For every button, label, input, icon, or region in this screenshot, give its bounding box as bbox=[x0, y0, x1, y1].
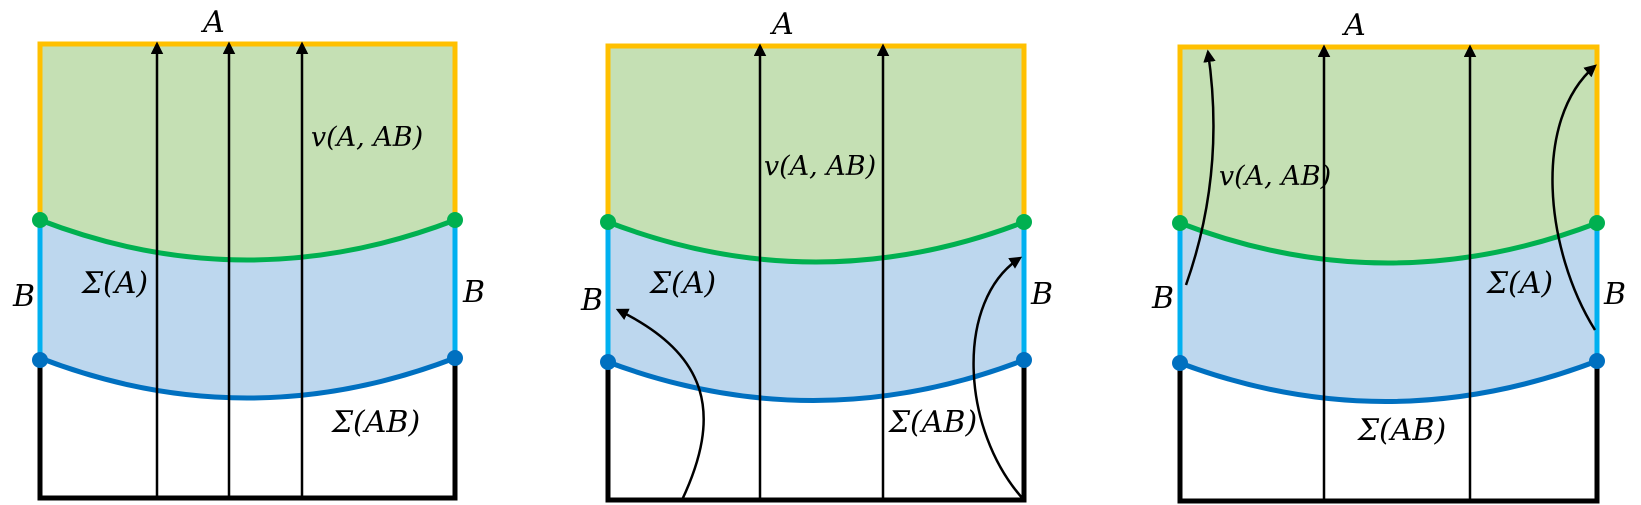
curved-flow-line bbox=[972, 256, 1025, 501]
endpoint-dot bbox=[1172, 215, 1188, 231]
region-a-fill bbox=[1180, 47, 1597, 263]
endpoint-dot bbox=[32, 352, 48, 368]
panel-3: A B B Σ(A) Σ(AB) v(A, AB) bbox=[1151, 8, 1626, 504]
surface-sigma-a bbox=[607, 219, 1025, 265]
bottom-boundary bbox=[37, 358, 458, 501]
label-sigma-ab: Σ(AB) bbox=[331, 405, 420, 440]
endpoint-dot bbox=[1016, 352, 1032, 368]
endpoint-dot bbox=[600, 354, 616, 370]
region-sigma-a-fill bbox=[40, 220, 455, 398]
endpoint-dot bbox=[1589, 353, 1605, 369]
surface-sigma-ab bbox=[607, 357, 1025, 403]
region-sigma-a-fill bbox=[1180, 223, 1597, 402]
label-a: A bbox=[200, 5, 225, 40]
label-sigma-ab: Σ(AB) bbox=[888, 405, 977, 440]
boundary-a bbox=[37, 41, 458, 220]
surface-sigma-ab bbox=[1179, 358, 1598, 404]
label-b-right: B bbox=[1603, 277, 1626, 312]
boundary-a bbox=[1177, 44, 1600, 223]
bottom-boundary bbox=[1177, 361, 1600, 504]
endpoint-dot bbox=[1016, 214, 1032, 230]
endpoint-dot bbox=[1172, 355, 1188, 371]
label-flow: v(A, AB) bbox=[1219, 161, 1331, 192]
label-a: A bbox=[1341, 8, 1366, 43]
curved-flow-line bbox=[1184, 49, 1216, 286]
region-sigma-a-fill bbox=[608, 222, 1024, 401]
region-a-fill bbox=[40, 44, 455, 260]
surface-sigma-a bbox=[39, 217, 456, 263]
curved-flow-line bbox=[1551, 64, 1597, 331]
label-a: A bbox=[769, 7, 794, 42]
curved-flow-line bbox=[615, 308, 705, 501]
label-b-right: B bbox=[1030, 277, 1053, 312]
label-flow: v(A, AB) bbox=[311, 122, 423, 153]
boundary-a bbox=[605, 43, 1027, 222]
label-sigma-a: Σ(A) bbox=[649, 266, 716, 301]
bottom-boundary bbox=[605, 360, 1027, 503]
panel-2: A B B Σ(A) Σ(AB) v(A, AB) bbox=[580, 7, 1053, 503]
panel-1: A B B Σ(A) Σ(AB) v(A, AB) bbox=[12, 5, 485, 501]
region-a-fill bbox=[608, 46, 1024, 262]
endpoint-dot bbox=[600, 214, 616, 230]
endpoint-dot bbox=[1589, 215, 1605, 231]
label-b-left: B bbox=[1151, 281, 1174, 316]
label-sigma-a: Σ(A) bbox=[1486, 266, 1553, 301]
label-b-left: B bbox=[580, 283, 603, 318]
surface-sigma-a bbox=[1179, 220, 1598, 266]
label-sigma-ab: Σ(AB) bbox=[1357, 413, 1446, 448]
endpoint-dot bbox=[447, 212, 463, 228]
endpoint-dot bbox=[447, 350, 463, 366]
label-flow: v(A, AB) bbox=[764, 151, 876, 182]
endpoint-dot bbox=[32, 212, 48, 228]
label-b-right: B bbox=[462, 275, 485, 310]
surface-sigma-ab bbox=[39, 355, 456, 401]
label-b-left: B bbox=[12, 279, 35, 314]
label-sigma-a: Σ(A) bbox=[81, 266, 148, 301]
